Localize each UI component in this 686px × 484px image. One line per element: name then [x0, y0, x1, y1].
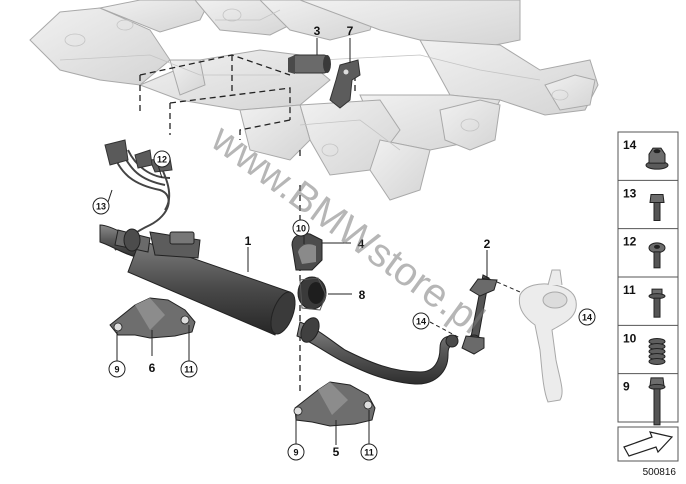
part-8-rubber-mount	[297, 276, 327, 311]
arrow-icon	[623, 431, 674, 457]
part-6-bracket	[109, 297, 196, 339]
subframe-detail-lines	[59, 8, 569, 157]
callout-1: 1	[245, 234, 252, 248]
callout-3: 3	[314, 24, 321, 38]
svg-text:10: 10	[296, 224, 306, 234]
parts-panel-label: 10	[623, 331, 637, 345]
flange-nut-icon	[645, 147, 669, 170]
svg-text:12: 12	[157, 155, 167, 165]
part-7-bracket	[329, 59, 361, 109]
part-2-coupling-rod	[461, 274, 498, 355]
torx-screw-icon	[648, 242, 666, 269]
part-1-stabilizer-bar	[99, 224, 459, 385]
callout-14-right: 14	[578, 308, 596, 326]
parts-panel-row: 14	[623, 138, 669, 170]
parts-panel-row: 10	[618, 324, 678, 365]
callout-7: 7	[347, 24, 354, 38]
svg-text:9: 9	[293, 448, 298, 458]
callout-5: 5	[333, 445, 340, 459]
callout-11-left: 11	[180, 360, 198, 378]
steering-knuckle	[518, 269, 577, 403]
part-4-clamp	[291, 233, 323, 271]
part-13-connector	[104, 139, 153, 169]
parts-panel-row: 13	[618, 179, 678, 221]
parts-panel-row: 11	[618, 276, 678, 318]
callout-10: 10	[292, 219, 310, 237]
parts-panel-row: 9	[618, 373, 678, 426]
parts-panel-rows: 14 13 12 11 10 9	[618, 138, 678, 426]
callout-13: 13	[92, 197, 110, 215]
leader-lines	[106, 38, 488, 445]
svg-text:11: 11	[184, 365, 194, 375]
svg-text:9: 9	[114, 365, 119, 375]
parts-panel-label: 9	[623, 380, 630, 394]
hex-bolt-icon	[649, 194, 665, 221]
callout-9-left: 9	[108, 360, 126, 378]
part-3-actuator	[288, 54, 331, 74]
parts-panel-label: 12	[623, 235, 637, 249]
svg-text:13: 13	[96, 202, 106, 212]
callout-11-bottom: 11	[360, 443, 378, 461]
svg-text:14: 14	[416, 317, 426, 327]
callout-9-bottom: 9	[287, 443, 305, 461]
callout-8: 8	[359, 288, 366, 302]
parts-panel-label: 13	[623, 186, 637, 200]
callout-4: 4	[358, 237, 365, 251]
part-5-bracket	[293, 381, 376, 427]
coupling-reference-lines	[429, 281, 521, 339]
parts-panel-row: 12	[618, 228, 678, 269]
panel-arrow-box	[617, 426, 679, 462]
parts-panel: 14 13 12 11 10 9	[617, 131, 679, 462]
front-axle-subframe	[29, 0, 599, 201]
callout-2: 2	[484, 237, 491, 251]
diagram-number: 500816	[643, 467, 677, 478]
callout-labels: 3 7 1 2 4 8 6 5 12 13 10 9 11 9	[92, 24, 596, 461]
callout-12: 12	[153, 150, 171, 168]
svg-text:11: 11	[364, 448, 374, 458]
collar-bolt-icon	[648, 288, 666, 318]
parts-panel-label: 14	[623, 138, 637, 152]
callout-6: 6	[149, 361, 156, 375]
svg-text:14: 14	[582, 313, 592, 323]
callout-14-left: 14	[412, 312, 430, 330]
parts-panel-label: 11	[623, 283, 636, 297]
long-bolt-icon	[648, 377, 666, 426]
spring-sleeve-icon	[648, 338, 666, 365]
